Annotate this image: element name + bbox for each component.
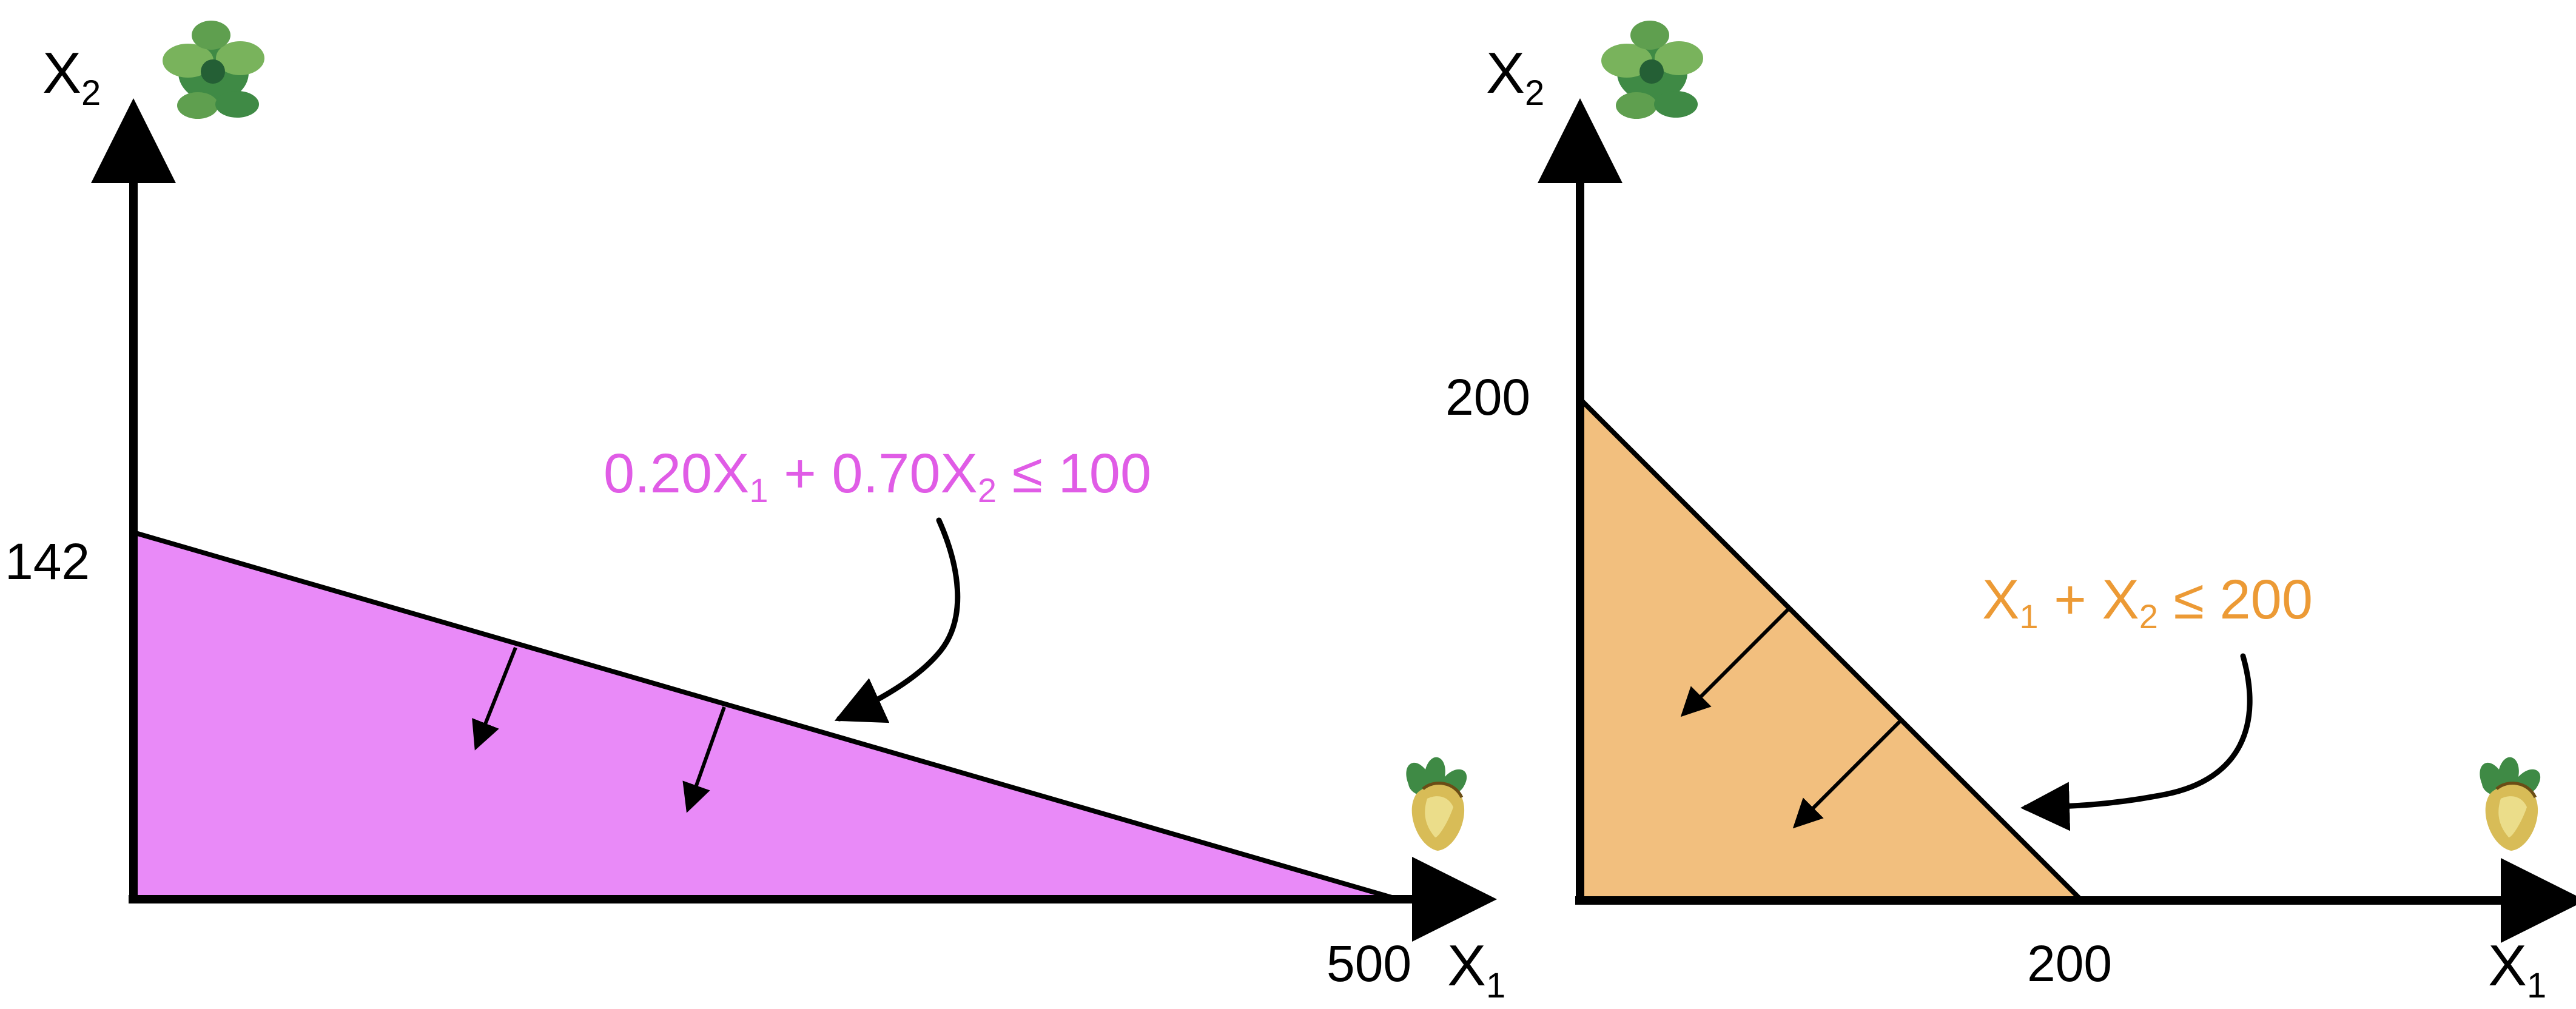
right-y-intercept-label: 200 [1445,369,1530,426]
right-chart: X2 200 200 X1 X1 + X2 ≤ 200 [1445,41,2576,1005]
left-y-axis-label: X2 [42,41,101,113]
left-direction-arrow-2 [682,706,726,813]
green-leafy-plant-icon [1601,21,1703,119]
right-x-intercept-label: 200 [2027,935,2112,992]
left-x-intercept-label: 500 [1327,935,1411,992]
right-scribble-arrow [2020,653,2253,831]
left-constraint-label: 0.20X1 + 0.70X2 ≤ 100 [604,443,1151,509]
left-chart: X2 142 500 X1 0.20X1 + 0.70X2 ≤ 100 [5,41,1505,1005]
right-x-axis-label: X1 [2488,933,2546,1005]
right-y-axis-label: X2 [1486,41,1544,113]
bulb-plant-icon [1406,757,1467,851]
right-direction-arrow-2 [1792,719,1902,829]
right-direction-arrow-1 [1680,608,1790,717]
left-y-intercept-label: 142 [5,533,90,590]
right-constraint-line [1578,397,2083,902]
left-direction-arrow-1 [472,646,517,751]
left-scribble-arrow [834,517,961,723]
bulb-plant-icon [2480,757,2541,851]
green-leafy-plant-icon [163,21,264,119]
right-constraint-label: X1 + X2 ≤ 200 [1982,569,2313,635]
left-constraint-line [132,530,1399,902]
left-x-axis-label: X1 [1447,933,1505,1005]
